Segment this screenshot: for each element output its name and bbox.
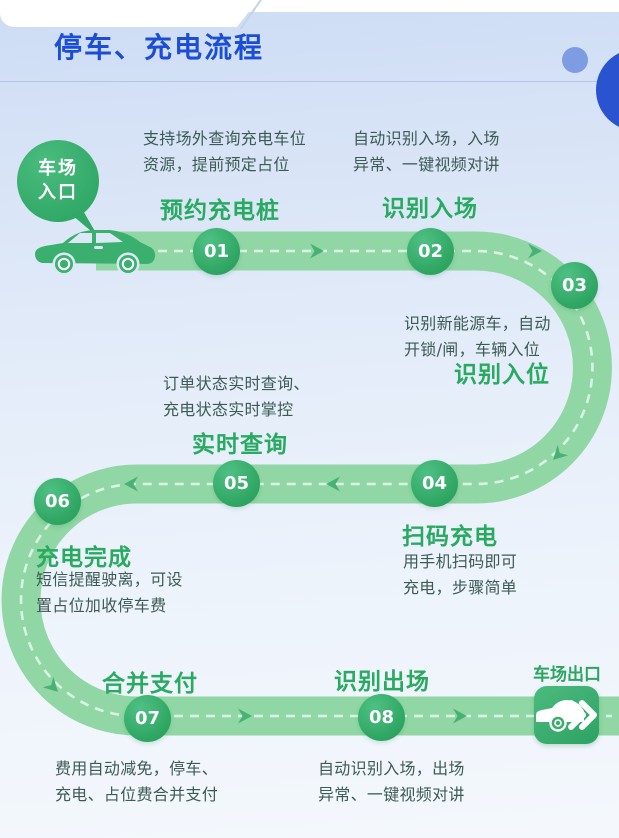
step-label-entry-recognition: 识别入场 [382,196,478,222]
car-icon [35,230,156,276]
top-left-card-edge [0,0,236,27]
step-desc-reserve-charger: 支持场外查询充电车位 资源，提前预定占位 [143,129,307,174]
flow-arrow-icon [453,708,467,724]
step-desc-exit-recognition: 自动识别入场，出场 异常、一键视频对讲 [318,759,465,804]
exit-label: 车场出口 [533,665,601,685]
exit-car-icon [536,700,597,732]
step-circle-01: 01 [193,228,240,275]
deco-circle-small [562,47,588,73]
step-desc-scan-to-charge: 用手机扫码即可 充电，步骤简单 [403,552,518,597]
step-label-charging-complete: 充电完成 [36,545,132,571]
flow-arrow-icon [553,444,569,460]
step-desc-entry-recognition: 自动识别入场，入场 异常、一键视频对讲 [353,129,500,174]
step-label-exit-recognition: 识别出场 [334,669,430,695]
header-divider [0,81,619,82]
step-circle-06: 06 [34,478,81,525]
flow-arrow-icon [528,243,542,259]
step-label-scan-to-charge: 扫码充电 [402,524,498,550]
step-desc-realtime-query: 订单状态实时查询、 充电状态实时掌控 [163,374,310,419]
flow-arrow-icon [42,676,58,692]
exit-badge [534,686,599,744]
flow-arrow-icon [238,708,252,724]
deco-circle-large [596,49,619,131]
entrance-label: 车场 入口 [38,157,78,203]
step-label-reserve-charger: 预约充电桩 [160,198,280,224]
step-desc-charging-complete: 短信提醒驶离，可设 置占位加收停车费 [36,570,183,615]
step-circle-08: 08 [358,694,405,741]
step-circle-05: 05 [213,460,260,507]
flow-arrow-icon [326,476,340,492]
page-title: 停车、充电流程 [54,31,265,64]
double-chevron-icon [568,700,597,730]
step-desc-parking-recognition: 识别新能源车，自动 开锁/闸，车辆入位 [404,314,551,359]
step-label-realtime-query: 实时查询 [192,432,288,458]
entrance-bubble: 车场 入口 [17,140,99,222]
step-desc-combined-payment: 费用自动减免，停车、 充电、占位费合并支付 [55,759,219,804]
step-label-parking-recognition: 识别入位 [454,362,550,388]
step-circle-03: 03 [551,262,598,309]
step-label-combined-payment: 合并支付 [102,671,198,697]
step-circle-04: 04 [411,460,458,507]
flow-arrow-icon [310,243,324,259]
flow-arrow-icon [124,476,138,492]
step-circle-07: 07 [124,695,171,742]
step-circle-02: 02 [407,228,454,275]
